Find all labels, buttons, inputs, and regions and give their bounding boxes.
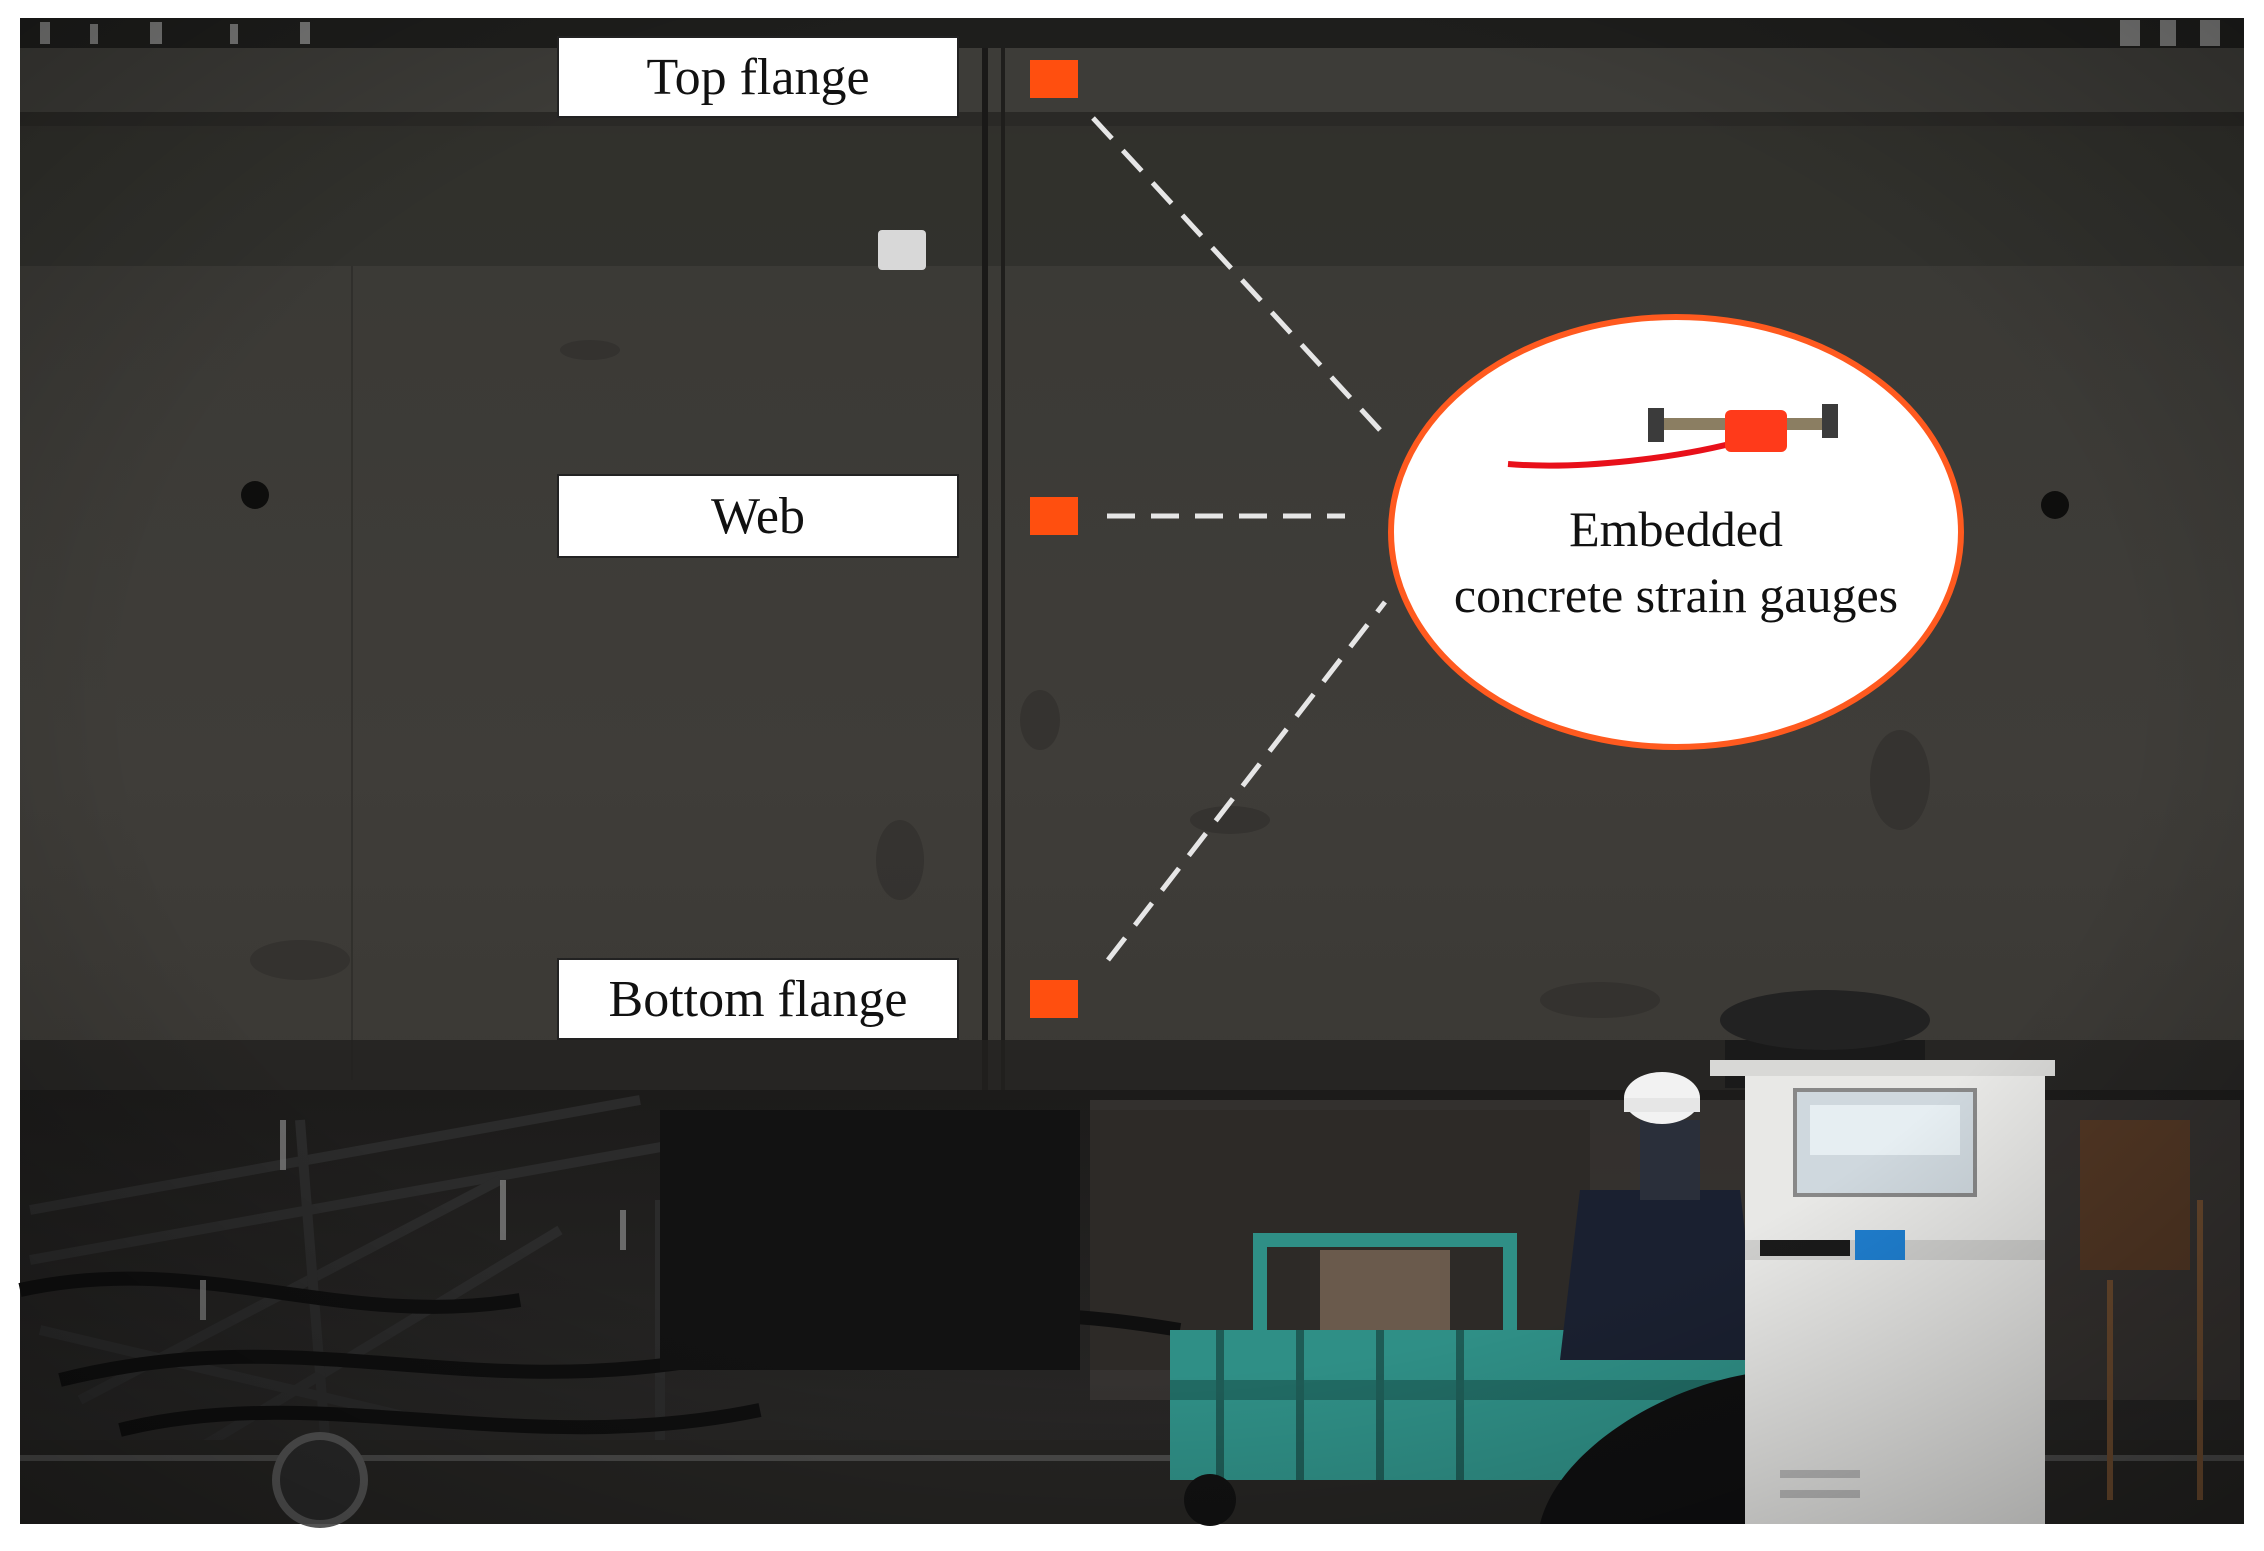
- label-web-text: Web: [711, 487, 805, 545]
- label-bottom-flange-text: Bottom flange: [608, 970, 908, 1028]
- leader-line-top: [1091, 116, 1382, 432]
- label-bottom-flange: Bottom flange: [557, 958, 959, 1040]
- gauge-anchor-left: [1648, 408, 1664, 442]
- gauge-marker-bottom-flange: [1030, 980, 1078, 1018]
- gauge-body: [1725, 410, 1787, 452]
- leader-lines: [1091, 116, 1387, 962]
- gauge-marker-top-flange: [1030, 60, 1078, 98]
- gauge-cable: [1507, 437, 1746, 469]
- label-top-flange: Top flange: [557, 36, 959, 118]
- label-web: Web: [557, 474, 959, 558]
- label-top-flange-text: Top flange: [646, 48, 870, 106]
- gauge-anchor-right: [1822, 404, 1838, 438]
- callout-line-1: Embedded: [1569, 501, 1783, 557]
- strain-gauge-illustration: [1507, 404, 1838, 469]
- callout-text: Embedded concrete strain gauges: [1400, 496, 1952, 628]
- leader-line-bottom: [1106, 600, 1387, 962]
- callout-line-2: concrete strain gauges: [1453, 567, 1899, 623]
- gauge-marker-web: [1030, 497, 1078, 535]
